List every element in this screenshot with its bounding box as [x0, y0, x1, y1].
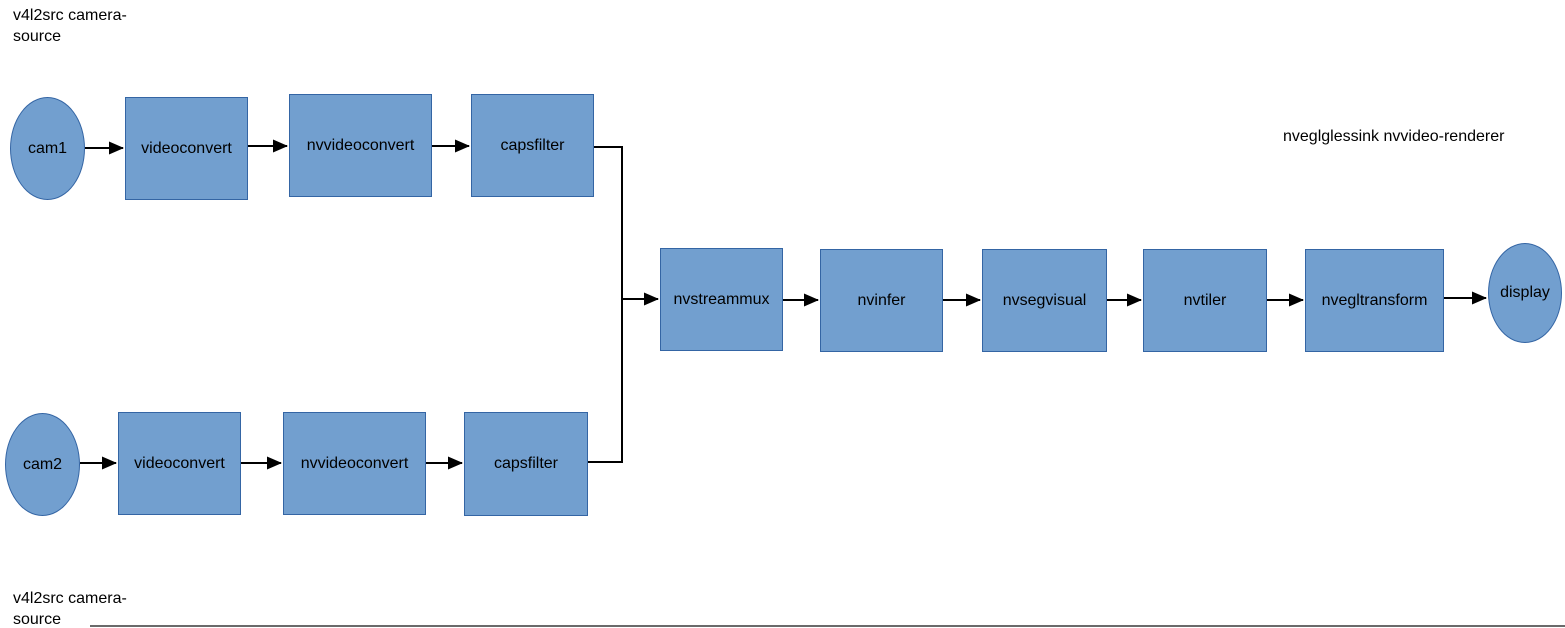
- bottom-window-edge: [90, 625, 1565, 627]
- node-nvvideoconvert-2[interactable]: nvvideoconvert: [283, 412, 426, 515]
- node-nvsegvisual[interactable]: nvsegvisual: [982, 249, 1107, 352]
- node-videoconvert-2-label: videoconvert: [134, 454, 225, 472]
- node-videoconvert-1-label: videoconvert: [141, 139, 232, 157]
- node-nvstreammux[interactable]: nvstreammux: [660, 248, 783, 351]
- label-camera-source-2-line1: v4l2src camera-: [13, 590, 127, 607]
- node-videoconvert-2[interactable]: videoconvert: [118, 412, 241, 515]
- node-nvinfer[interactable]: nvinfer: [820, 249, 943, 352]
- node-capsfilter-2[interactable]: capsfilter: [464, 412, 588, 516]
- label-camera-source-1-line2: source: [13, 28, 62, 45]
- node-capsfilter-1[interactable]: capsfilter: [471, 94, 594, 197]
- node-videoconvert-1[interactable]: videoconvert: [125, 97, 248, 200]
- node-nvtiler[interactable]: nvtiler: [1143, 249, 1267, 352]
- node-capsfilter-1-label: capsfilter: [500, 136, 565, 154]
- node-nvvideoconvert-1[interactable]: nvvideoconvert: [289, 94, 432, 197]
- label-camera-source-2-line2: source: [13, 611, 62, 628]
- label-nveglglessink-renderer: nveglglessink nvvideo-renderer: [1283, 128, 1505, 145]
- node-nvvideoconvert-1-label: nvvideoconvert: [306, 136, 415, 154]
- node-nvsegvisual-label: nvsegvisual: [1002, 291, 1087, 309]
- node-display-label: display: [1500, 284, 1550, 302]
- node-nvegltransform[interactable]: nvegltransform: [1305, 249, 1444, 352]
- node-nvinfer-label: nvinfer: [857, 291, 906, 309]
- node-nvtiler-label: nvtiler: [1183, 291, 1227, 309]
- node-cam1-label: cam1: [27, 139, 68, 157]
- node-cam1[interactable]: cam1: [10, 97, 85, 200]
- node-nvegltransform-label: nvegltransform: [1321, 291, 1428, 309]
- label-camera-source-1-line1: v4l2src camera-: [13, 7, 127, 24]
- node-nvstreammux-label: nvstreammux: [673, 290, 770, 308]
- node-display[interactable]: display: [1488, 243, 1562, 343]
- label-camera-source-1: v4l2src camera- source: [13, 5, 127, 47]
- node-capsfilter-2-label: capsfilter: [493, 455, 559, 473]
- node-nvvideoconvert-2-label: nvvideoconvert: [300, 454, 409, 472]
- label-camera-source-2: v4l2src camera- source: [13, 588, 127, 628]
- node-cam2[interactable]: cam2: [5, 413, 80, 516]
- node-cam2-label: cam2: [22, 455, 63, 473]
